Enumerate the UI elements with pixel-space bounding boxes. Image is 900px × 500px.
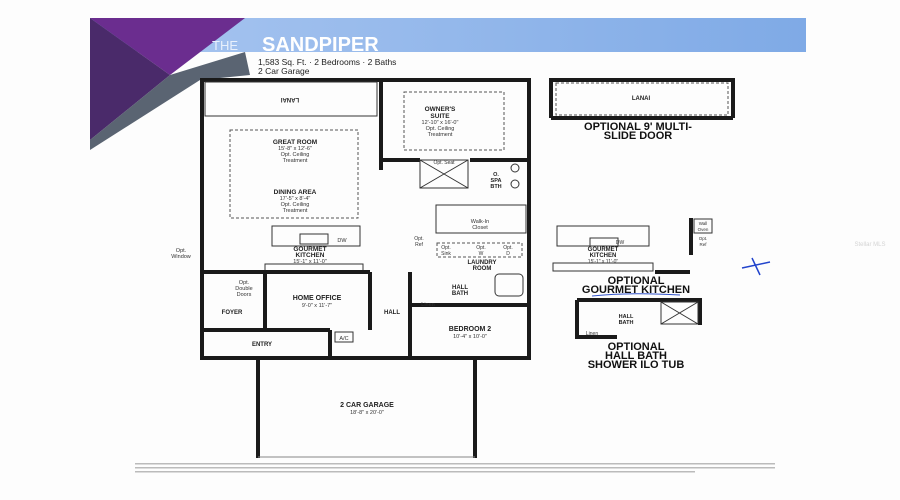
garage-spec-text: 2 Car Garage: [258, 66, 310, 76]
linen-label: Linen: [421, 302, 434, 308]
optional-gourmet-kitchen: DW GOURMET KITCHEN 15'-1" x 11'-0" Wall …: [552, 218, 771, 297]
ac-label: A/C: [339, 336, 348, 342]
wall-oven-label: Wall: [699, 221, 708, 226]
opt-seat-label: Opt. Seat: [433, 160, 455, 166]
dining-area-note: Opt. Ceiling: [281, 202, 310, 208]
disclaimer-fine-print: [135, 463, 775, 473]
opt-sink-label-2: Sink: [441, 251, 451, 257]
owners-suite-dims: 12'-10" x 16'-0": [422, 120, 459, 126]
lanai-label: LANAI: [281, 96, 300, 102]
title-prefix: THE: [212, 38, 238, 53]
opt-dryer-label: Opt.: [503, 245, 512, 251]
dining-area-note-2: Treatment: [283, 208, 308, 214]
hall-bath-label-2: BATH: [452, 291, 468, 297]
banner-gray-triangle: [90, 52, 250, 150]
opt-hall-bath-caption-2: HALL BATH: [605, 350, 667, 362]
spa-bath-label: O.: [493, 172, 499, 178]
opt-linen-label: Linen: [586, 331, 598, 337]
banner-purple-triangle: [90, 18, 245, 75]
opt-kitchen-caption: OPTIONAL: [608, 275, 665, 287]
opt-kitchen-label-2: KITCHEN: [590, 253, 617, 259]
spa-bath-label-3: BTH: [490, 184, 501, 190]
opt-hall-bath-caption-3: SHOWER ILO TUB: [588, 359, 685, 371]
opt-window-label-2: Window: [171, 254, 191, 260]
laundry-room-label: LAUNDRY: [467, 260, 496, 266]
specs-text: 1,583 Sq. Ft. · 2 Bedrooms · 2 Baths: [258, 57, 396, 67]
double-doors-label: Opt.: [239, 280, 250, 286]
owners-suite-label-2: SUITE: [430, 113, 450, 120]
opt-sink-label: Opt.: [441, 245, 450, 251]
hall-bath-label: HALL: [452, 285, 468, 291]
opt-hall-bath-label-2: BATH: [619, 320, 634, 326]
optional-lanai: LANAI OPTIONAL 9' MULTI- SLIDE DOOR: [549, 78, 735, 142]
bedroom-2-dims: 10'-4" x 10'-0": [453, 334, 487, 340]
kitchen-dishwasher-label: DW: [337, 238, 347, 244]
page-title: SANDPIPER: [262, 34, 379, 56]
opt-kitchen-caption-2: GOURMET KITCHEN: [582, 284, 690, 296]
laundry-room-label-2: ROOM: [473, 266, 492, 272]
opt-hall-bath-caption: OPTIONAL: [608, 341, 665, 353]
opt-washer-label-2: W: [479, 251, 484, 257]
opt-kitchen-label: GOURMET: [588, 247, 619, 253]
dining-area-dims: 17'-5" x 8'-4": [280, 196, 311, 202]
optional-lanai-caption-2: SLIDE DOOR: [604, 130, 673, 142]
opt-washer-label: Opt.: [476, 245, 485, 251]
great-room-dims: 15'-8" x 12'-6": [278, 146, 312, 152]
great-room-note-2: Treatment: [283, 158, 308, 164]
owners-suite-note-2: Treatment: [428, 132, 453, 138]
opt-hall-bath-label: HALL: [619, 314, 634, 320]
foyer-label: FOYER: [222, 310, 243, 316]
optional-lanai-label: LANAI: [632, 96, 651, 102]
garage-dims: 18'-8" x 20'-0": [350, 410, 384, 416]
walk-in-closet-label: Walk-In: [471, 219, 489, 225]
main-floor-plan: LANAI OWNER'S SUITE 12'-10" x 16'-0" Opt…: [171, 78, 531, 458]
home-office-dims: 9'-0" x 11'-7": [302, 303, 332, 309]
opt-kitchen-dims: 15'-1" x 11'-0": [588, 259, 619, 265]
opt-kitchen-dw-label: DW: [616, 240, 625, 246]
kitchen-label-2: KITCHEN: [296, 252, 325, 259]
optional-lanai-caption: OPTIONAL 9' MULTI-: [584, 121, 692, 133]
opt-ref-label-2: Ref: [415, 242, 423, 248]
double-doors-label-3: Doors: [237, 292, 252, 298]
double-doors-label-2: Double: [235, 286, 252, 292]
opt-dryer-label-2: D: [506, 251, 510, 257]
kitchen-dims: 15'-1" x 11'-0": [293, 259, 326, 265]
dining-area-label: DINING AREA: [274, 189, 317, 196]
opt-kitchen-ref-label-2: Ref: [699, 242, 707, 247]
optional-hall-bath: HALL BATH Linen OPTIONAL HALL BATH SHOWE…: [575, 298, 702, 371]
great-room-note: Opt. Ceiling: [281, 152, 310, 158]
walk-in-closet-label-2: Closet: [472, 225, 488, 231]
header-banner: THE SANDPIPER 1,583 Sq. Ft. · 2 Bedrooms…: [90, 18, 806, 150]
entry-label: ENTRY: [252, 342, 272, 348]
garage-label: 2 CAR GARAGE: [340, 402, 394, 409]
bedroom-2-label: BEDROOM 2: [449, 326, 492, 333]
opt-window-label: Opt.: [176, 248, 187, 254]
blue-underline: [591, 293, 681, 297]
owners-suite-label: OWNER'S: [425, 106, 456, 113]
watermark: Stellar MLS: [854, 242, 885, 248]
blue-x-mark: [741, 257, 771, 276]
great-room-label: GREAT ROOM: [273, 139, 317, 146]
hall-label: HALL: [384, 310, 400, 316]
opt-kitchen-ref-label: Opt.: [699, 236, 708, 241]
kitchen-label: GOURMET: [293, 246, 326, 253]
opt-ref-label: Opt.: [414, 236, 423, 242]
spa-bath-label-2: SPA: [491, 178, 502, 184]
wall-oven-label-2: Oven: [698, 227, 709, 232]
owners-suite-note: Opt. Ceiling: [426, 126, 455, 132]
home-office-label: HOME OFFICE: [293, 295, 342, 302]
